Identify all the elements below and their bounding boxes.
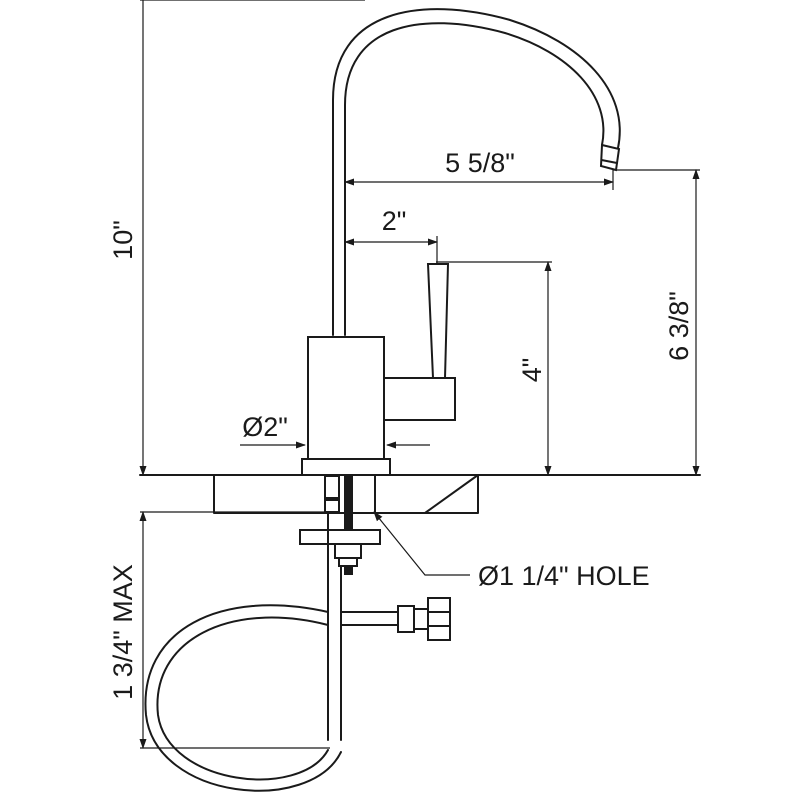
deck-thickness-label: 1 3/4" MAX <box>108 564 138 700</box>
dimension-lines <box>139 0 700 749</box>
height-total-label: 10" <box>108 220 138 260</box>
supply-tubing <box>144 512 451 792</box>
spout <box>332 8 621 336</box>
spout-reach-label: 5 5/8" <box>445 148 515 178</box>
extension-lines <box>140 0 700 749</box>
spout-tip <box>599 143 621 172</box>
base-flange <box>301 458 391 476</box>
spout-height-label: 6 3/8" <box>664 291 694 361</box>
dimension-labels: 10" 5 5/8" 2" 4" 6 3/8" Ø2" 1 3/4" MAX Ø… <box>108 148 694 700</box>
fitting-hex <box>427 597 451 641</box>
threaded-rod <box>344 475 353 575</box>
faucet <box>301 8 621 476</box>
compression-nut <box>397 605 415 633</box>
mounting-nut <box>334 543 362 559</box>
tube-coil <box>156 616 329 781</box>
handle-height-label: 4" <box>517 358 547 383</box>
hole-callout-label: Ø1 1/4" HOLE <box>478 561 650 591</box>
handle-offset-label: 2" <box>382 206 407 236</box>
base-diameter-label: Ø2" <box>242 412 288 442</box>
mounting-plate <box>299 529 381 545</box>
mounting-hardware <box>299 474 381 575</box>
faucet-body <box>307 336 385 460</box>
handle-lever <box>426 263 450 379</box>
countertop <box>139 474 701 514</box>
